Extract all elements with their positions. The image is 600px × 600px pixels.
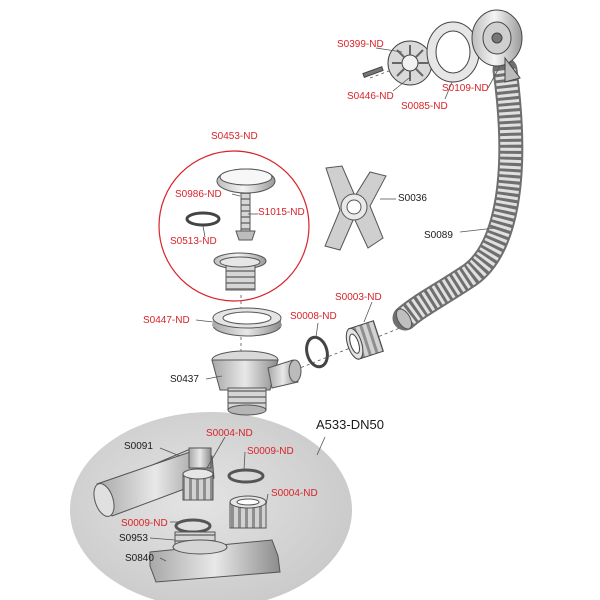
part-label-s0004-lower: S0004-ND (271, 488, 318, 499)
overflow-head-parts (362, 9, 523, 86)
part-label-s0004-upper: S0004-ND (206, 428, 253, 439)
part-label-s0009-upper: S0009-ND (247, 446, 294, 457)
part-label-s0109: S0109-ND (442, 83, 489, 94)
siphon-assembly (93, 447, 281, 583)
mounting-bracket (324, 165, 387, 251)
part-label-s0446: S0446-ND (347, 91, 394, 102)
part-label-s0437: S0437 (170, 374, 199, 385)
part-label-s0953: S0953 (119, 533, 148, 544)
model-label: A533-DN50 (316, 417, 384, 432)
popup-plug-set (185, 168, 276, 291)
part-label-s0091: S0091 (124, 441, 153, 452)
hose-connection-parts (305, 320, 384, 369)
part-label-s0513: S0513-ND (170, 236, 217, 247)
leader-lines (149, 47, 501, 562)
part-label-s0453: S0453-ND (211, 131, 258, 142)
part-label-s0008: S0008-ND (290, 311, 337, 322)
overflow-hose (392, 57, 524, 331)
part-label-s0085: S0085-ND (401, 101, 448, 112)
ring-nut (212, 307, 282, 337)
part-label-s0003: S0003-ND (335, 292, 382, 303)
part-label-s0089: S0089 (424, 230, 453, 241)
part-label-s0986: S0986-ND (175, 189, 222, 200)
outlet-body (211, 350, 302, 416)
part-label-s0399: S0399-ND (337, 39, 384, 50)
part-label-s0447: S0447-ND (143, 315, 190, 326)
part-label-s0009-lower: S0009-ND (121, 518, 168, 529)
plug-set-highlight-circle (158, 150, 310, 302)
part-label-s1015: S1015-ND (258, 207, 305, 218)
siphon-highlight-oval (70, 412, 352, 600)
part-label-s0840: S0840 (125, 553, 154, 564)
part-label-s0036: S0036 (398, 193, 427, 204)
